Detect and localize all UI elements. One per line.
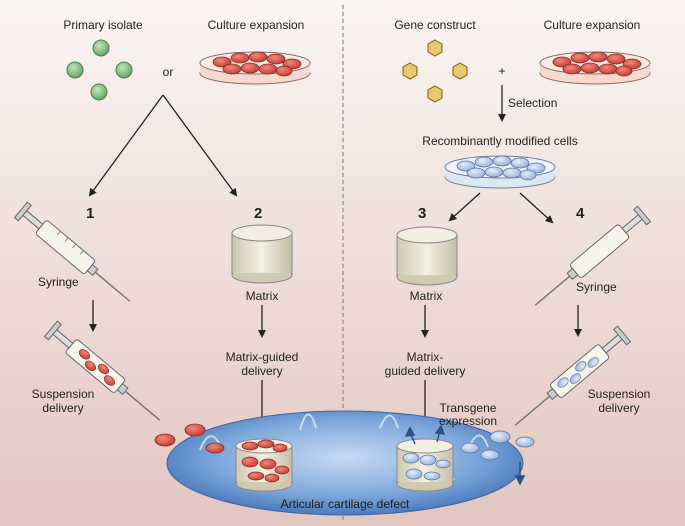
culture-expansion-right-label: Culture expansion (543, 18, 641, 32)
step-2-number: 2 (254, 205, 263, 222)
syringe-right-label: Syringe (576, 280, 617, 294)
culture-dish-left (199, 51, 311, 85)
matrix-guided-right-delivery: guided delivery (384, 364, 466, 378)
matrix-guided-right-label: Matrix- (406, 350, 444, 364)
step-1-number: 1 (86, 205, 95, 222)
syringe-left-label: Syringe (38, 275, 79, 289)
arrow-to-matrix (162, 94, 238, 197)
arrow-to-matrix-right (448, 192, 481, 222)
matrix-in-defect-left (235, 438, 293, 492)
culture-dish-right (539, 51, 651, 85)
syringe-left-filled (43, 320, 161, 421)
suspension-right-label: Suspension (587, 387, 651, 401)
suspension-cells-blue (460, 430, 535, 461)
step-3-number: 3 (418, 205, 427, 222)
expression-label: expression (438, 414, 498, 428)
recombinant-dish (444, 155, 556, 189)
matrix-cylinder-right (396, 226, 458, 286)
suspension-cells-red (154, 423, 225, 454)
suspension-left-delivery: delivery (42, 401, 84, 415)
syringe-right-filled (514, 325, 632, 426)
transgene-label: Transgene (439, 401, 497, 415)
gene-construct-icons (402, 39, 468, 103)
primary-isolate-cells (66, 39, 133, 101)
arrow-to-syringe (88, 94, 164, 197)
matrix-in-defect-right (396, 438, 454, 492)
cartilage-defect-label: Articular cartilage defect (280, 497, 410, 511)
arrow-to-syringe-right (519, 192, 554, 224)
matrix-left-label: Matrix (245, 289, 279, 303)
syringe-left-empty (13, 201, 131, 302)
gene-construct-label: Gene construct (394, 18, 476, 32)
or-label: or (162, 65, 174, 79)
step-4-number: 4 (576, 205, 585, 222)
matrix-guided-left-delivery: delivery (241, 364, 283, 378)
selection-label: Selection (508, 96, 558, 110)
matrix-right-label: Matrix (409, 289, 443, 303)
matrix-cylinder-left (231, 224, 293, 284)
syringe-right-empty (534, 205, 652, 306)
primary-isolate-label: Primary isolate (63, 18, 143, 32)
suspension-left-label: Suspension (31, 387, 95, 401)
plus-sign: + (498, 64, 506, 78)
transgene-arrows (404, 424, 526, 486)
recombinant-cells-label: Recombinantly modified cells (422, 134, 578, 148)
matrix-guided-left-label: Matrix-guided (225, 350, 299, 364)
suspension-right-delivery: delivery (598, 401, 640, 415)
culture-expansion-left-label: Culture expansion (207, 18, 305, 32)
